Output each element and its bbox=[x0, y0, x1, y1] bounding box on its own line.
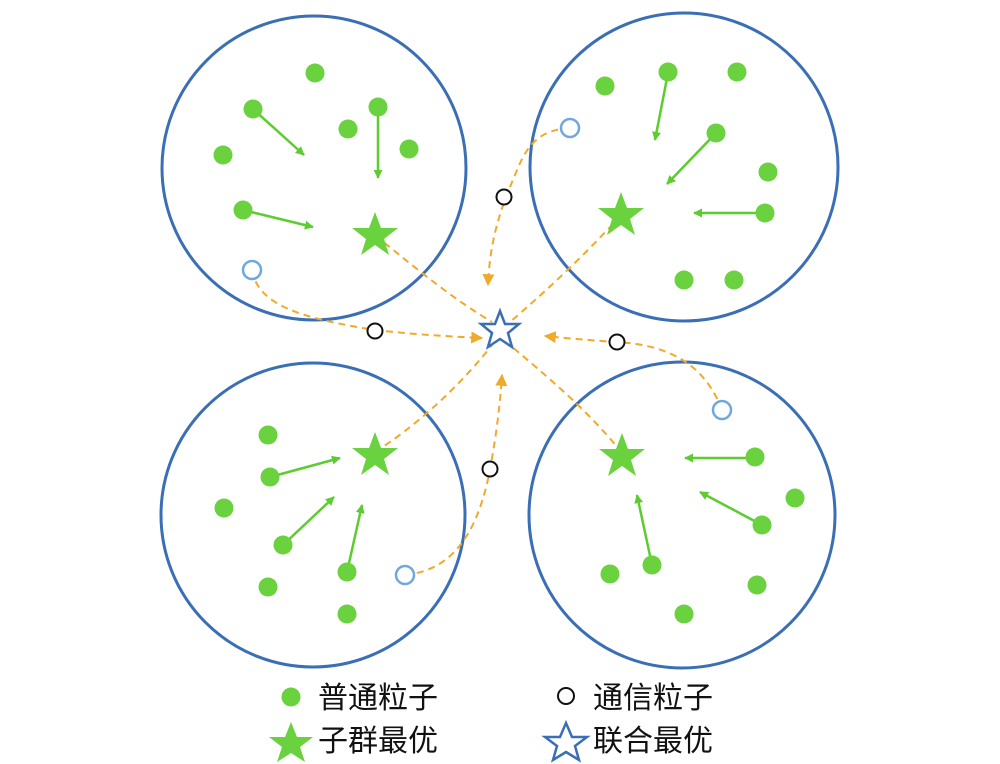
arrow-tr-2 bbox=[666, 132, 717, 185]
path-topright-best-to-joint bbox=[509, 214, 622, 323]
arrow-br-2 bbox=[699, 490, 763, 527]
edge-particle bbox=[559, 117, 581, 139]
subswarm-top-right bbox=[528, 11, 840, 323]
communication-particle bbox=[608, 333, 626, 351]
subswarm-best-star bbox=[599, 433, 645, 476]
particle bbox=[595, 76, 615, 96]
particle bbox=[243, 99, 263, 119]
arrow-bl-2 bbox=[282, 496, 335, 546]
particle bbox=[600, 564, 620, 584]
particle bbox=[752, 515, 772, 535]
legend-subswarm-best-label: 子群最优 bbox=[318, 724, 438, 759]
path-bottomright-best-to-joint bbox=[509, 344, 623, 454]
legend-ordinary-particle-label: 普通粒子 bbox=[318, 681, 438, 716]
subswarm-top-left bbox=[160, 14, 468, 322]
joint-best-star-icon bbox=[477, 307, 523, 350]
edge-particle bbox=[241, 259, 263, 281]
particle bbox=[213, 145, 233, 165]
particle bbox=[258, 577, 278, 597]
particle bbox=[368, 97, 388, 117]
legend-joint-best-icon bbox=[541, 719, 591, 763]
particle bbox=[214, 498, 234, 518]
arrow-bl-1 bbox=[269, 455, 341, 479]
particle bbox=[338, 119, 358, 139]
subswarm-bottom-left bbox=[159, 361, 467, 669]
particle bbox=[745, 447, 765, 467]
communication-particles bbox=[366, 188, 626, 478]
legend-joint-best-label: 联合最优 bbox=[593, 724, 713, 759]
particle bbox=[758, 162, 778, 182]
edge-particle bbox=[394, 564, 416, 586]
particle bbox=[258, 425, 278, 445]
particle bbox=[658, 62, 678, 82]
arrow-tr-1 bbox=[652, 72, 670, 141]
ordinary-particles bbox=[213, 62, 805, 624]
arrow-tl-1 bbox=[252, 108, 305, 156]
path-topright-edge-to-comm bbox=[482, 127, 571, 287]
particle bbox=[305, 63, 325, 83]
path-topleft-edge-to-joint bbox=[251, 269, 484, 344]
path-bottomright-edge-to-joint bbox=[543, 331, 723, 411]
arrow-bl-3 bbox=[345, 504, 365, 573]
particle bbox=[755, 203, 775, 223]
communication-particle bbox=[481, 460, 499, 478]
legend: 普通粒子 通信粒子 子群最优 联合最优 bbox=[269, 681, 713, 763]
particle bbox=[674, 604, 694, 624]
particle bbox=[260, 467, 280, 487]
arrow-br-3 bbox=[634, 494, 654, 566]
subswarm-best-star bbox=[598, 192, 644, 235]
particle bbox=[724, 270, 744, 290]
particle bbox=[233, 200, 253, 220]
communication-particle bbox=[366, 322, 384, 340]
particle bbox=[337, 562, 357, 582]
legend-communication-particle-icon bbox=[557, 687, 575, 705]
subswarm-bottom-right bbox=[527, 360, 837, 670]
communication-particle bbox=[495, 188, 513, 206]
particle-velocity-arrows bbox=[242, 72, 765, 573]
subswarm-best-star bbox=[352, 432, 398, 475]
particle bbox=[674, 270, 694, 290]
particle bbox=[785, 488, 805, 508]
particle bbox=[642, 555, 662, 575]
particle bbox=[273, 535, 293, 555]
subswarm-best-star bbox=[352, 212, 398, 255]
arrow-tl-3 bbox=[242, 208, 314, 230]
particle bbox=[337, 604, 357, 624]
path-bottomleft-edge-to-joint bbox=[404, 373, 508, 576]
edge-particle bbox=[711, 399, 733, 421]
legend-ordinary-particle-icon bbox=[281, 687, 301, 707]
particle bbox=[727, 62, 747, 82]
legend-communication-particle-label: 通信粒子 bbox=[593, 681, 713, 716]
particle bbox=[399, 139, 419, 159]
particle bbox=[747, 575, 767, 595]
edge-particles bbox=[241, 117, 733, 586]
path-bottomleft-best-to-joint bbox=[374, 344, 493, 453]
legend-subswarm-best-icon bbox=[269, 722, 313, 762]
path-topleft-best-to-joint bbox=[374, 234, 493, 323]
particle bbox=[706, 123, 726, 143]
subswarm-bests bbox=[352, 192, 645, 476]
